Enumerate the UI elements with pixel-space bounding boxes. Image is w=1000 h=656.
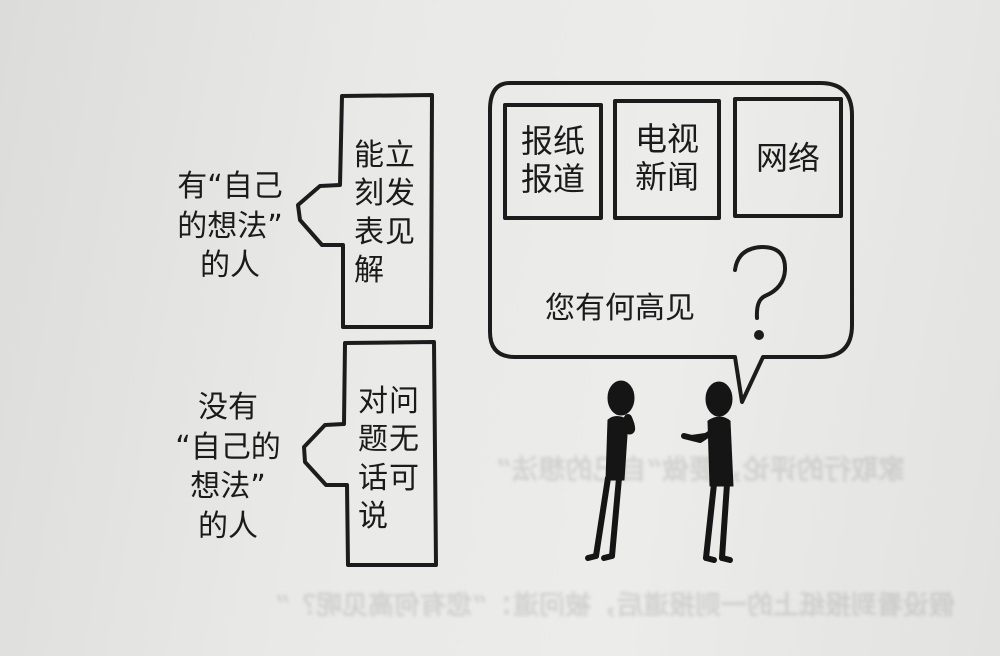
top-arrow-shape bbox=[296, 93, 434, 329]
talking-person-figure bbox=[681, 381, 734, 563]
bottom-arrow-text: 对问 题无 话可 说 bbox=[358, 384, 420, 535]
thinking-person-figure bbox=[585, 380, 636, 561]
box-tv-label: 电视 新闻 bbox=[634, 120, 699, 197]
bottom-arrow-shape bbox=[302, 340, 438, 567]
box-newspaper-label: 报纸 报道 bbox=[520, 122, 585, 199]
box-newspaper-outline bbox=[503, 103, 603, 220]
box-tv-outline bbox=[613, 99, 721, 220]
question-mark-icon bbox=[733, 245, 788, 320]
box-internet-outline bbox=[733, 97, 843, 218]
label-no-own-ideas: 没有 “自己的 想法” 的人 bbox=[175, 390, 281, 544]
top-arrow-text: 能立 刻发 表见 解 bbox=[354, 138, 416, 289]
bubble-question: 您有何高见 bbox=[545, 291, 695, 326]
box-internet-label: 网络 bbox=[755, 139, 820, 177]
question-mark-dot bbox=[754, 330, 764, 340]
label-has-own-ideas: 有“自己 的想法” 的人 bbox=[177, 169, 283, 284]
speech-bubble-outline bbox=[488, 81, 854, 404]
